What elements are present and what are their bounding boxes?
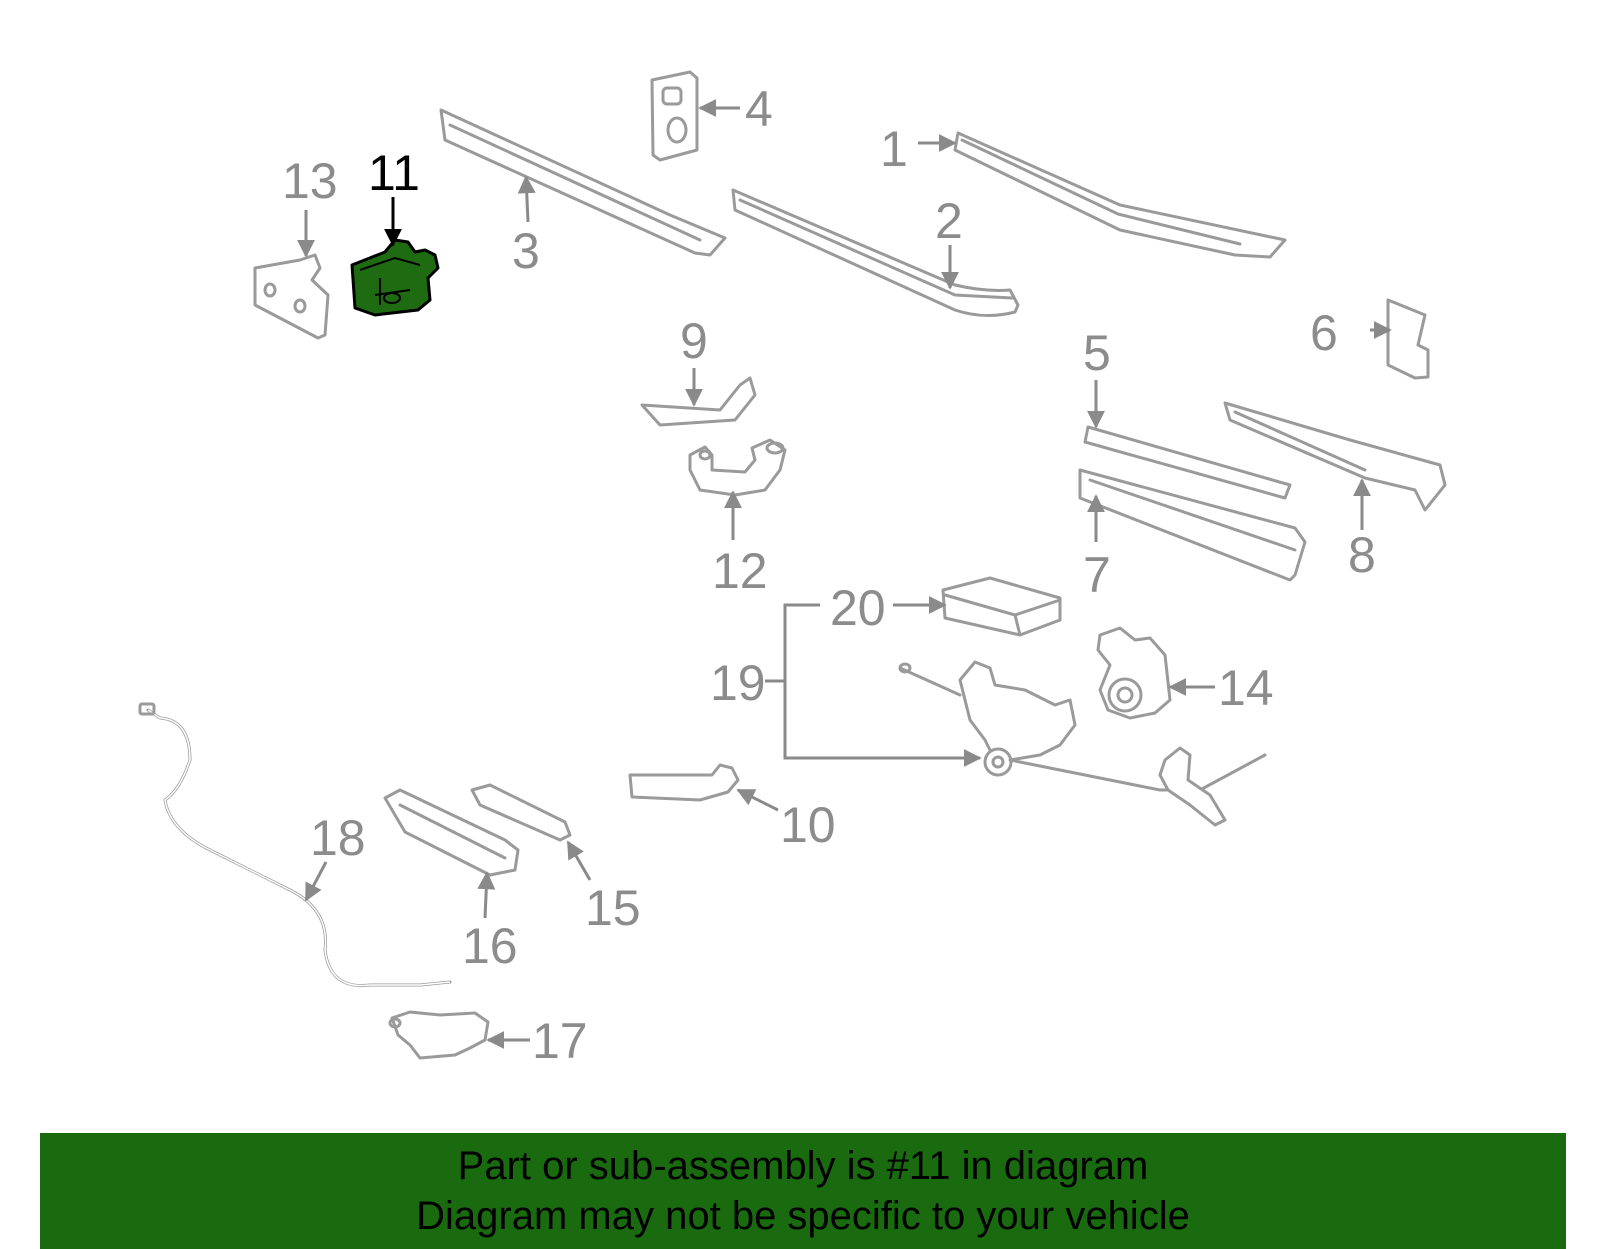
callout-19: 19: [710, 655, 766, 711]
part-14-motor: [1096, 626, 1172, 720]
callout-10: 10: [780, 797, 836, 853]
part-11-highlighted-bracket[interactable]: [350, 238, 440, 317]
callout-1: 1: [880, 121, 908, 177]
part-18-cable: [138, 702, 452, 988]
leader-10: [736, 788, 779, 812]
callout-13: 13: [282, 153, 338, 209]
part-6-bracket: [1386, 298, 1430, 380]
callout-17: 17: [532, 1013, 588, 1069]
callout-18: 18: [310, 810, 366, 866]
leader-15: [566, 840, 592, 881]
part-3-rail: [439, 108, 727, 257]
part-4-bracket: [650, 70, 699, 162]
callout-5: 5: [1083, 325, 1111, 381]
leader-3: [517, 175, 536, 223]
banner-line-2: Diagram may not be specific to your vehi…: [416, 1194, 1190, 1238]
part-12-bracket: [688, 438, 787, 497]
callout-7: 7: [1083, 547, 1111, 603]
callout-11: 11: [368, 145, 420, 201]
callout-8: 8: [1348, 527, 1376, 583]
callout-16: 16: [462, 918, 518, 974]
part-15-strip: [470, 783, 572, 842]
callout-2: 2: [935, 193, 963, 249]
callout-14: 14: [1218, 660, 1274, 716]
callout-6: 6: [1310, 305, 1338, 361]
callout-12: 12: [712, 543, 768, 599]
part-5-strip: [1083, 425, 1292, 500]
part-2-rail: [731, 188, 1020, 317]
part-10-bracket: [628, 763, 740, 802]
banner-line-1: Part or sub-assembly is #11 in diagram: [457, 1144, 1149, 1188]
part-1-rail: [953, 131, 1287, 259]
part-19-linkage: [898, 660, 1267, 827]
part-20-module: [941, 576, 1062, 637]
part-8-rail: [1223, 401, 1447, 512]
callout-20: 20: [830, 580, 886, 636]
part-7-channel: [1078, 468, 1307, 582]
leader-18: [304, 861, 328, 902]
leader-16: [477, 871, 496, 919]
callout-4: 4: [745, 81, 773, 137]
part-9-bracket: [640, 376, 757, 427]
part-17-latch: [388, 1010, 490, 1060]
info-banner: Part or sub-assembly is #11 in diagram D…: [40, 1133, 1566, 1249]
part-13-bracket: [253, 253, 330, 340]
callout-9: 9: [680, 313, 708, 369]
callout-3: 3: [512, 223, 540, 279]
callout-15: 15: [585, 880, 641, 936]
part-16-channel: [383, 788, 520, 877]
